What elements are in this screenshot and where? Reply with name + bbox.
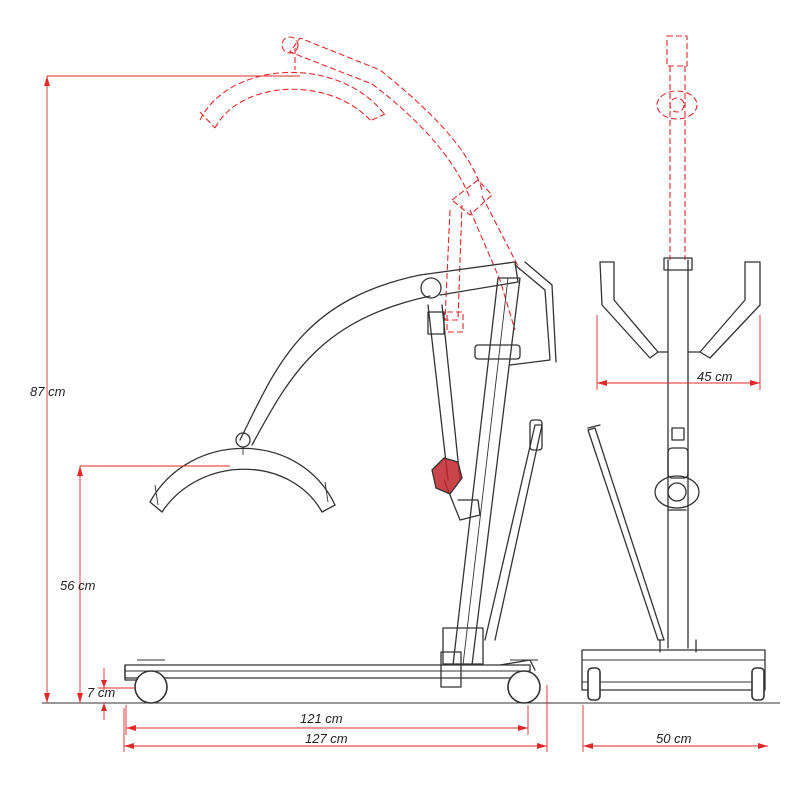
dimension-label-sling-height: 56 cm [60, 578, 96, 593]
side-view [124, 261, 557, 704]
dimension-label-ground-clearance: 7 cm [87, 685, 115, 700]
front-view-wheel-left [587, 667, 601, 701]
actuator-motor [431, 457, 463, 495]
front-view-wheel-right [751, 667, 765, 701]
front-wheel [507, 670, 541, 704]
dimension-label-wheelbase: 121 cm [300, 711, 343, 726]
raised-position-front [656, 35, 698, 260]
rear-wheel [134, 670, 168, 704]
dimension-label-max-height: 87 cm [30, 384, 66, 399]
dimension-label-overall-length: 127 cm [305, 731, 348, 746]
front-view [581, 257, 766, 701]
dimension-label-base-width: 50 cm [656, 731, 692, 746]
raised-position-outline [199, 36, 521, 333]
dimension-lines [44, 75, 768, 752]
dimension-label-leg-spread: 45 cm [697, 369, 733, 384]
